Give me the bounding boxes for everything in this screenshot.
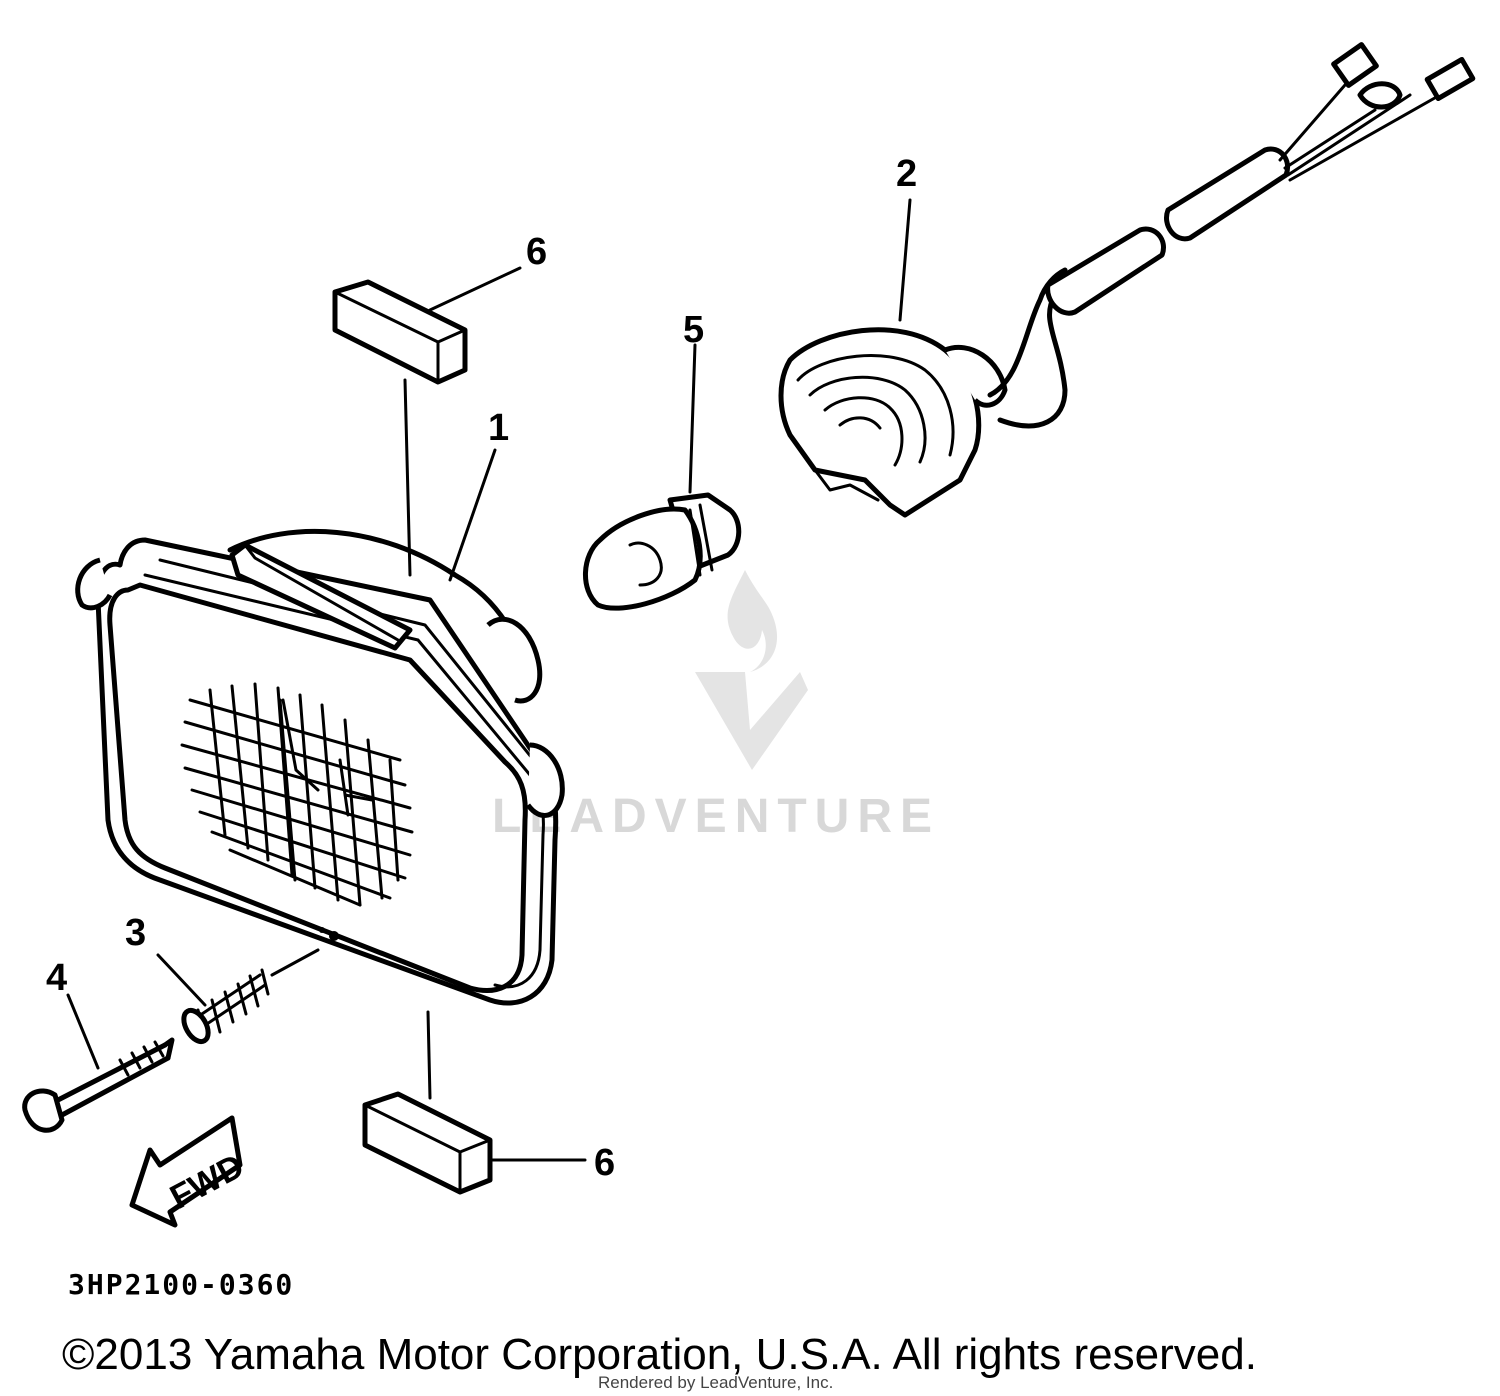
part-6-upper-rubber-block (332, 279, 468, 385)
leadventure-watermark-logo: LEADVENTURE (492, 570, 940, 843)
part-3-spring (181, 968, 270, 1045)
callout-6-upper: 6 (526, 231, 547, 273)
part-6-lower-rubber-block (362, 1091, 493, 1195)
callout-4: 4 (46, 957, 67, 999)
callout-5: 5 (683, 309, 704, 351)
copyright-notice: ©2013 Yamaha Motor Corporation, U.S.A. A… (62, 1330, 1257, 1379)
callout-6-lower: 6 (594, 1142, 615, 1184)
part-5-bulb (583, 492, 742, 611)
part-1-headlight-unit (75, 529, 565, 1006)
fwd-direction-arrow: FWD (129, 1115, 250, 1228)
callout-2: 2 (896, 153, 917, 195)
lens-grid (180, 682, 414, 907)
callout-3: 3 (125, 912, 146, 954)
part-2-bulb-socket-harness (778, 42, 1476, 518)
leader-lines (66, 198, 912, 1162)
rendered-by-watermark: Rendered by LeadVenture, Inc. (598, 1373, 833, 1392)
callout-1: 1 (488, 407, 509, 449)
drawing-code: 3HP2100-0360 (68, 1268, 295, 1301)
part-4-screw (22, 1037, 175, 1133)
watermark-brand: LEADVENTURE (492, 790, 940, 843)
